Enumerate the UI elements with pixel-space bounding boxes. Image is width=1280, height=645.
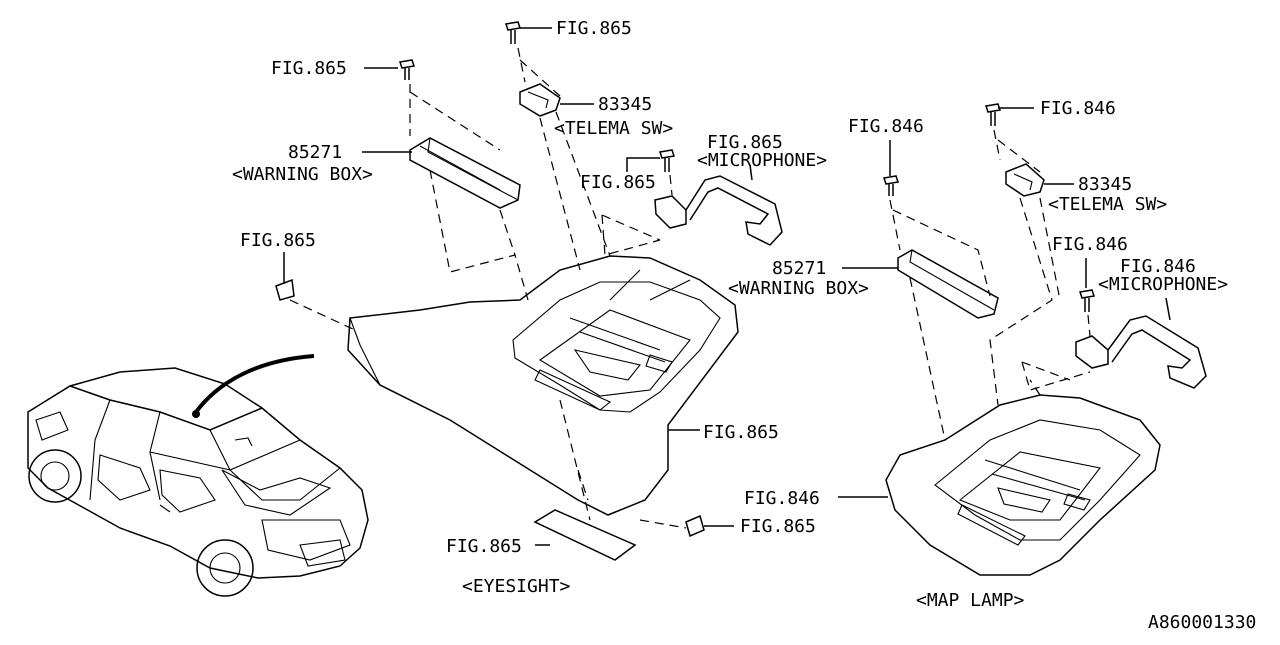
label-fig846-screw-right[interactable]: FIG.846 xyxy=(1040,98,1116,119)
right-map-lamp-assembly xyxy=(883,103,1207,576)
label-warning-box-left: <WARNING BOX> xyxy=(232,164,373,185)
label-telema-sw-right: <TELEMA SW> xyxy=(1048,194,1167,215)
label-eyesight: <EYESIGHT> xyxy=(462,576,571,597)
label-map-lamp: <MAP LAMP> xyxy=(916,590,1025,611)
label-fig846-screw-mid[interactable]: FIG.846 xyxy=(848,116,924,137)
label-part-83345-right[interactable]: 83345 xyxy=(1078,174,1132,195)
label-fig846-map-lamp[interactable]: FIG.846 xyxy=(744,488,820,509)
label-part-85271-left[interactable]: 85271 xyxy=(288,142,342,163)
label-fig865-screw-top[interactable]: FIG.865 xyxy=(556,18,632,39)
leader-lines xyxy=(283,27,1171,546)
label-fig865-clip-bottom[interactable]: FIG.865 xyxy=(740,516,816,537)
label-part-83345-left[interactable]: 83345 xyxy=(598,94,652,115)
label-microphone-right: <MICROPHONE> xyxy=(1098,274,1228,295)
left-console-assembly xyxy=(275,21,783,561)
label-fig865-eyesight-pad[interactable]: FIG.865 xyxy=(446,536,522,557)
label-fig865-console-right[interactable]: FIG.865 xyxy=(703,422,779,443)
label-fig846-mic-screw[interactable]: FIG.846 xyxy=(1052,234,1128,255)
label-fig865-screw-left[interactable]: FIG.865 xyxy=(271,58,347,79)
label-fig846-microphone[interactable]: FIG.846 xyxy=(1120,256,1196,277)
car-illustration xyxy=(27,354,369,597)
label-part-85271-right[interactable]: 85271 xyxy=(772,258,826,279)
diagram-labels: FIG.865 FIG.865 83345 <TELEMA SW> 85271 … xyxy=(232,18,1256,633)
label-telema-sw-left: <TELEMA SW> xyxy=(554,118,673,139)
label-diagram-code: A860001330 xyxy=(1148,612,1256,633)
label-warning-box-right: <WARNING BOX> xyxy=(728,278,869,299)
label-fig865-clip-left[interactable]: FIG.865 xyxy=(240,230,316,251)
label-fig865-mic-screw[interactable]: FIG.865 xyxy=(580,172,656,193)
label-microphone-left: <MICROPHONE> xyxy=(697,150,827,171)
label-fig865-microphone-left[interactable]: FIG.865 xyxy=(707,132,783,153)
